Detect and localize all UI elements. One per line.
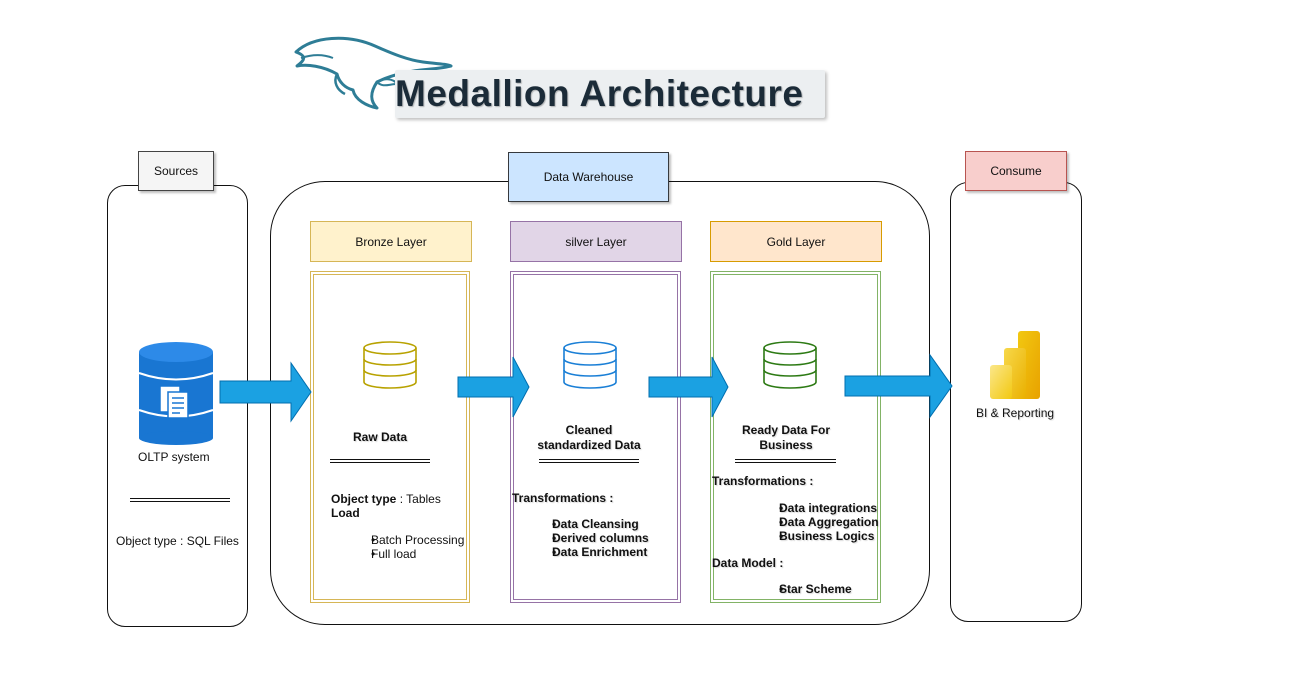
dolphin-logo	[294, 36, 453, 110]
arrow-gold-to-consume	[844, 353, 953, 419]
sources-object-type: Object type : SQL Files	[116, 534, 239, 548]
silver-transformations-label: Transformations :	[512, 491, 614, 505]
gold-layer-label: Gold Layer	[710, 221, 882, 262]
silver-layer-body	[510, 271, 681, 603]
arrow-silver-to-gold	[648, 356, 729, 418]
list-item: Full load	[357, 547, 464, 561]
silver-layer-label: silver Layer	[510, 221, 682, 262]
list-item: Derived columns	[538, 531, 649, 545]
bronze-load-label: Load	[331, 506, 360, 520]
gold-data-model-list: Star Scheme	[737, 582, 852, 596]
gold-divider	[735, 459, 836, 463]
consume-label: Consume	[965, 151, 1067, 191]
silver-caption-line1: Cleaned	[565, 423, 613, 437]
bronze-layer-body	[310, 271, 470, 603]
page-title: Medallion Architecture	[395, 73, 804, 114]
silver-caption-line2: standardized Data	[537, 438, 641, 452]
gold-caption-line1: Ready Data For	[741, 423, 831, 437]
gold-transformations-list: Data integrations Data Aggregation Busin…	[737, 501, 879, 543]
gold-caption-line2: Business	[759, 438, 813, 452]
arrow-bronze-to-silver	[457, 356, 530, 418]
gold-layer-body	[710, 271, 881, 603]
title-box	[395, 70, 825, 118]
sources-label: Sources	[138, 151, 214, 191]
source-db-caption: OLTP system	[138, 450, 210, 464]
bronze-object-type-value: : Tables	[396, 492, 441, 506]
list-item: Data Aggregation	[737, 515, 879, 529]
power-bi-icon	[990, 331, 1040, 399]
consume-container	[950, 182, 1082, 622]
bi-caption: BI & Reporting	[976, 406, 1055, 420]
list-item: Data integrations	[737, 501, 879, 515]
bronze-object-type: Object type : Tables	[331, 492, 441, 506]
database-document-icon	[138, 342, 214, 445]
gold-caption: Ready Data For Business	[706, 423, 866, 453]
bronze-load-list: Batch Processing Full load	[357, 533, 464, 561]
gold-transformations-label: Transformations :	[712, 474, 814, 488]
sources-divider	[130, 498, 230, 502]
list-item: Batch Processing	[357, 533, 464, 547]
gold-database-icon	[763, 341, 817, 389]
silver-database-icon	[563, 341, 617, 389]
silver-divider	[539, 459, 639, 463]
bronze-divider	[330, 459, 430, 463]
warehouse-label: Data Warehouse	[508, 152, 669, 202]
list-item: Business Logics	[737, 529, 879, 543]
silver-transformations-list: Data Cleansing Derived columns Data Enri…	[538, 517, 649, 559]
bronze-caption: Raw Data	[353, 430, 408, 444]
list-item: Data Enrichment	[538, 545, 649, 559]
list-item: Data Cleansing	[538, 517, 649, 531]
arrow-sources-to-bronze	[219, 361, 312, 423]
bronze-database-icon	[363, 341, 417, 389]
gold-data-model-label: Data Model :	[712, 556, 784, 570]
list-item: Star Scheme	[737, 582, 852, 596]
bronze-layer-label: Bronze Layer	[310, 221, 472, 262]
silver-caption: Cleaned standardized Data	[510, 423, 668, 453]
bronze-object-type-label: Object type	[331, 492, 397, 506]
